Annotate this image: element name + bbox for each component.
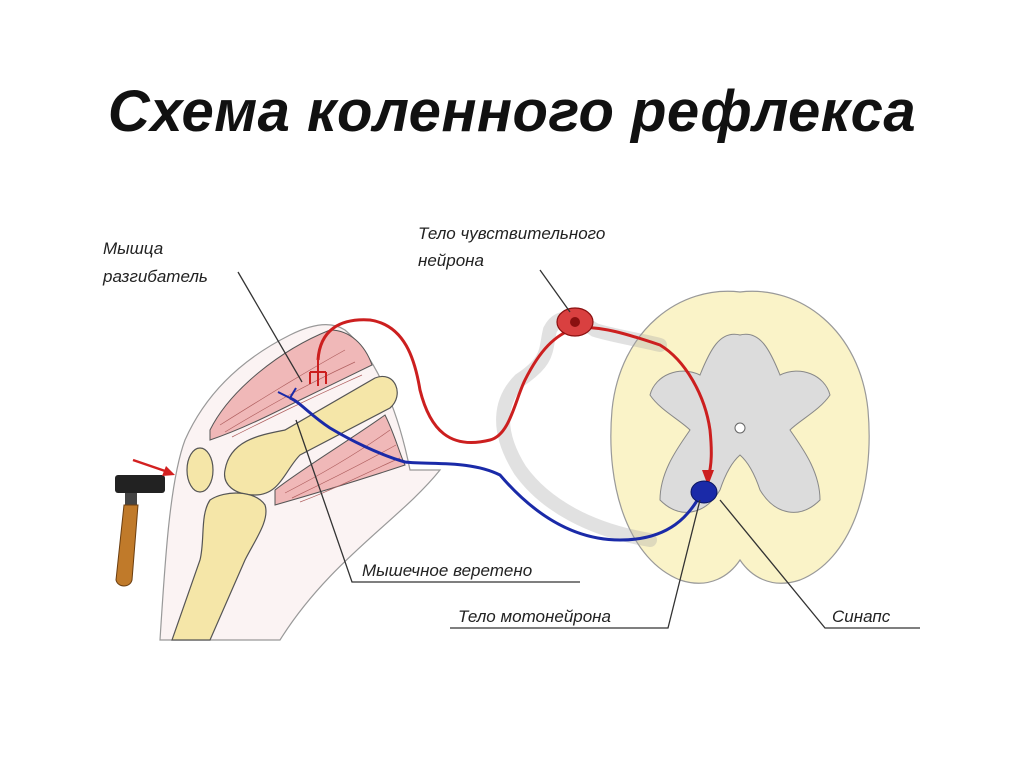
label-muscle-line2: разгибатель <box>102 267 208 286</box>
label-motor-neuron-body: Тело мотонейрона <box>458 607 611 626</box>
patella <box>186 447 214 493</box>
sensory-neuron-axon <box>316 318 713 479</box>
strike-arrow <box>132 458 175 476</box>
label-muscle-spindle: Мышечное веретено <box>362 561 532 580</box>
reflex-hammer <box>115 475 165 587</box>
central-canal <box>734 422 746 434</box>
extensor-muscle-lower <box>274 414 406 506</box>
hammer-handle <box>115 504 139 587</box>
label-sensory-line2: нейрона <box>418 251 484 270</box>
label-muscle-line1: Мышца <box>103 239 163 258</box>
sensory-terminal <box>702 470 714 486</box>
spinal-cord <box>610 290 870 584</box>
diagram-title: Схема коленного рефлекса <box>107 79 917 144</box>
motor-neuron-body <box>690 480 718 504</box>
label-sensory-line1: Тело чувствительного <box>418 224 605 243</box>
motor-neuron-axon <box>289 396 704 542</box>
tibia-bone <box>171 492 267 641</box>
sensory-ending <box>309 360 327 386</box>
leader-lines <box>237 269 920 629</box>
hammer-neck <box>125 493 137 505</box>
motor-ending <box>277 387 301 405</box>
label-synapse: Синапс <box>832 607 891 626</box>
hammer-head <box>115 475 165 493</box>
